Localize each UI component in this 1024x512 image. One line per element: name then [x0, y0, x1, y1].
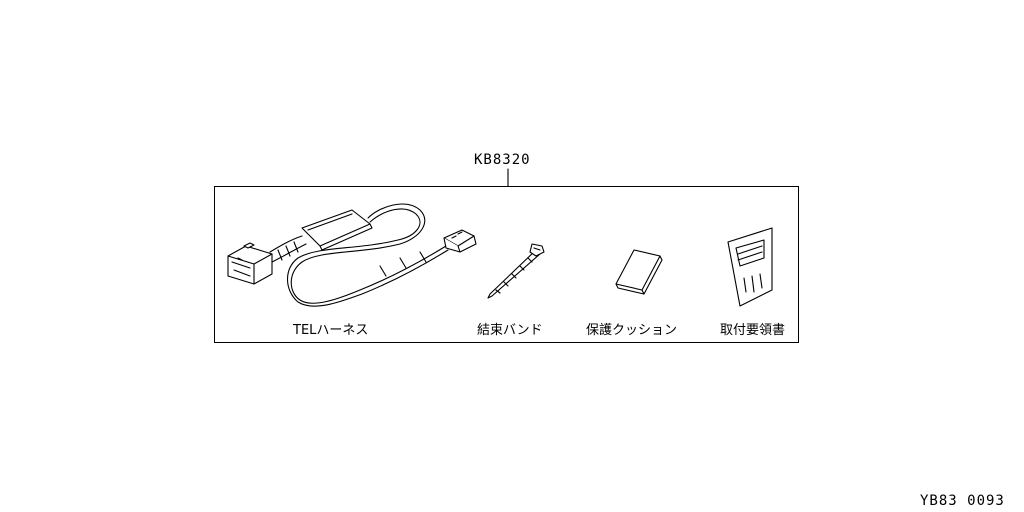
drawing-id: YB83 0093 — [920, 493, 1005, 509]
manual-illustration — [727, 227, 773, 307]
kit-frame — [214, 186, 799, 343]
cable-tie-illustration — [487, 243, 545, 299]
item-label-cushion: 保護クッション — [586, 322, 677, 338]
item-label-manual: 取付要領書 — [720, 322, 785, 338]
cushion-illustration — [615, 249, 663, 295]
item-label-cable-tie: 結束バンド — [477, 323, 543, 338]
kit-code-label: KB8320 — [474, 152, 531, 168]
item-label-tel-harness: TELハーネス — [292, 323, 368, 338]
tel-harness-illustration — [227, 203, 477, 307]
